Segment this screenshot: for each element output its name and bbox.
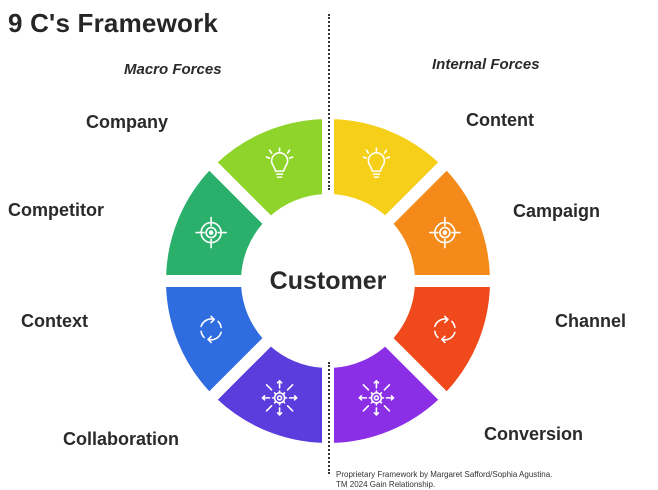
gear-network-icon (261, 379, 298, 417)
gear-network-icon (358, 379, 395, 417)
label-channel: Channel (555, 311, 627, 331)
label-company: Company (86, 112, 169, 132)
segment-content (331, 117, 441, 218)
lightbulb-icon (362, 147, 391, 178)
footer-credit: Proprietary Framework by Margaret Saffor… (336, 470, 552, 490)
footer-line: Proprietary Framework by Margaret Saffor… (336, 470, 553, 479)
internal-forces-label: Internal Forces (432, 56, 540, 73)
label-context: Context (21, 311, 88, 331)
footer-line: TM 2024 Gain Relationship. (336, 480, 436, 489)
label-campaign: Campaign (513, 201, 601, 221)
target-icon (195, 216, 227, 249)
lightbulb-icon (265, 147, 294, 178)
macro-forces-label: Macro Forces (124, 61, 222, 78)
label-content: Content (466, 110, 534, 130)
label-collaboration: Collaboration (63, 429, 179, 449)
cycle-icon (434, 315, 456, 344)
divider-line (328, 362, 330, 474)
center-label: Customer (270, 267, 387, 295)
label-conversion: Conversion (484, 424, 584, 444)
segment-collaboration (215, 344, 325, 445)
target-icon (429, 216, 461, 249)
segment-conversion (331, 344, 441, 445)
page-title: 9 C's Framework (8, 8, 219, 38)
segment-company (215, 117, 325, 218)
divider-line (328, 14, 330, 190)
label-competitor: Competitor (8, 200, 104, 220)
cycle-icon (200, 315, 222, 344)
